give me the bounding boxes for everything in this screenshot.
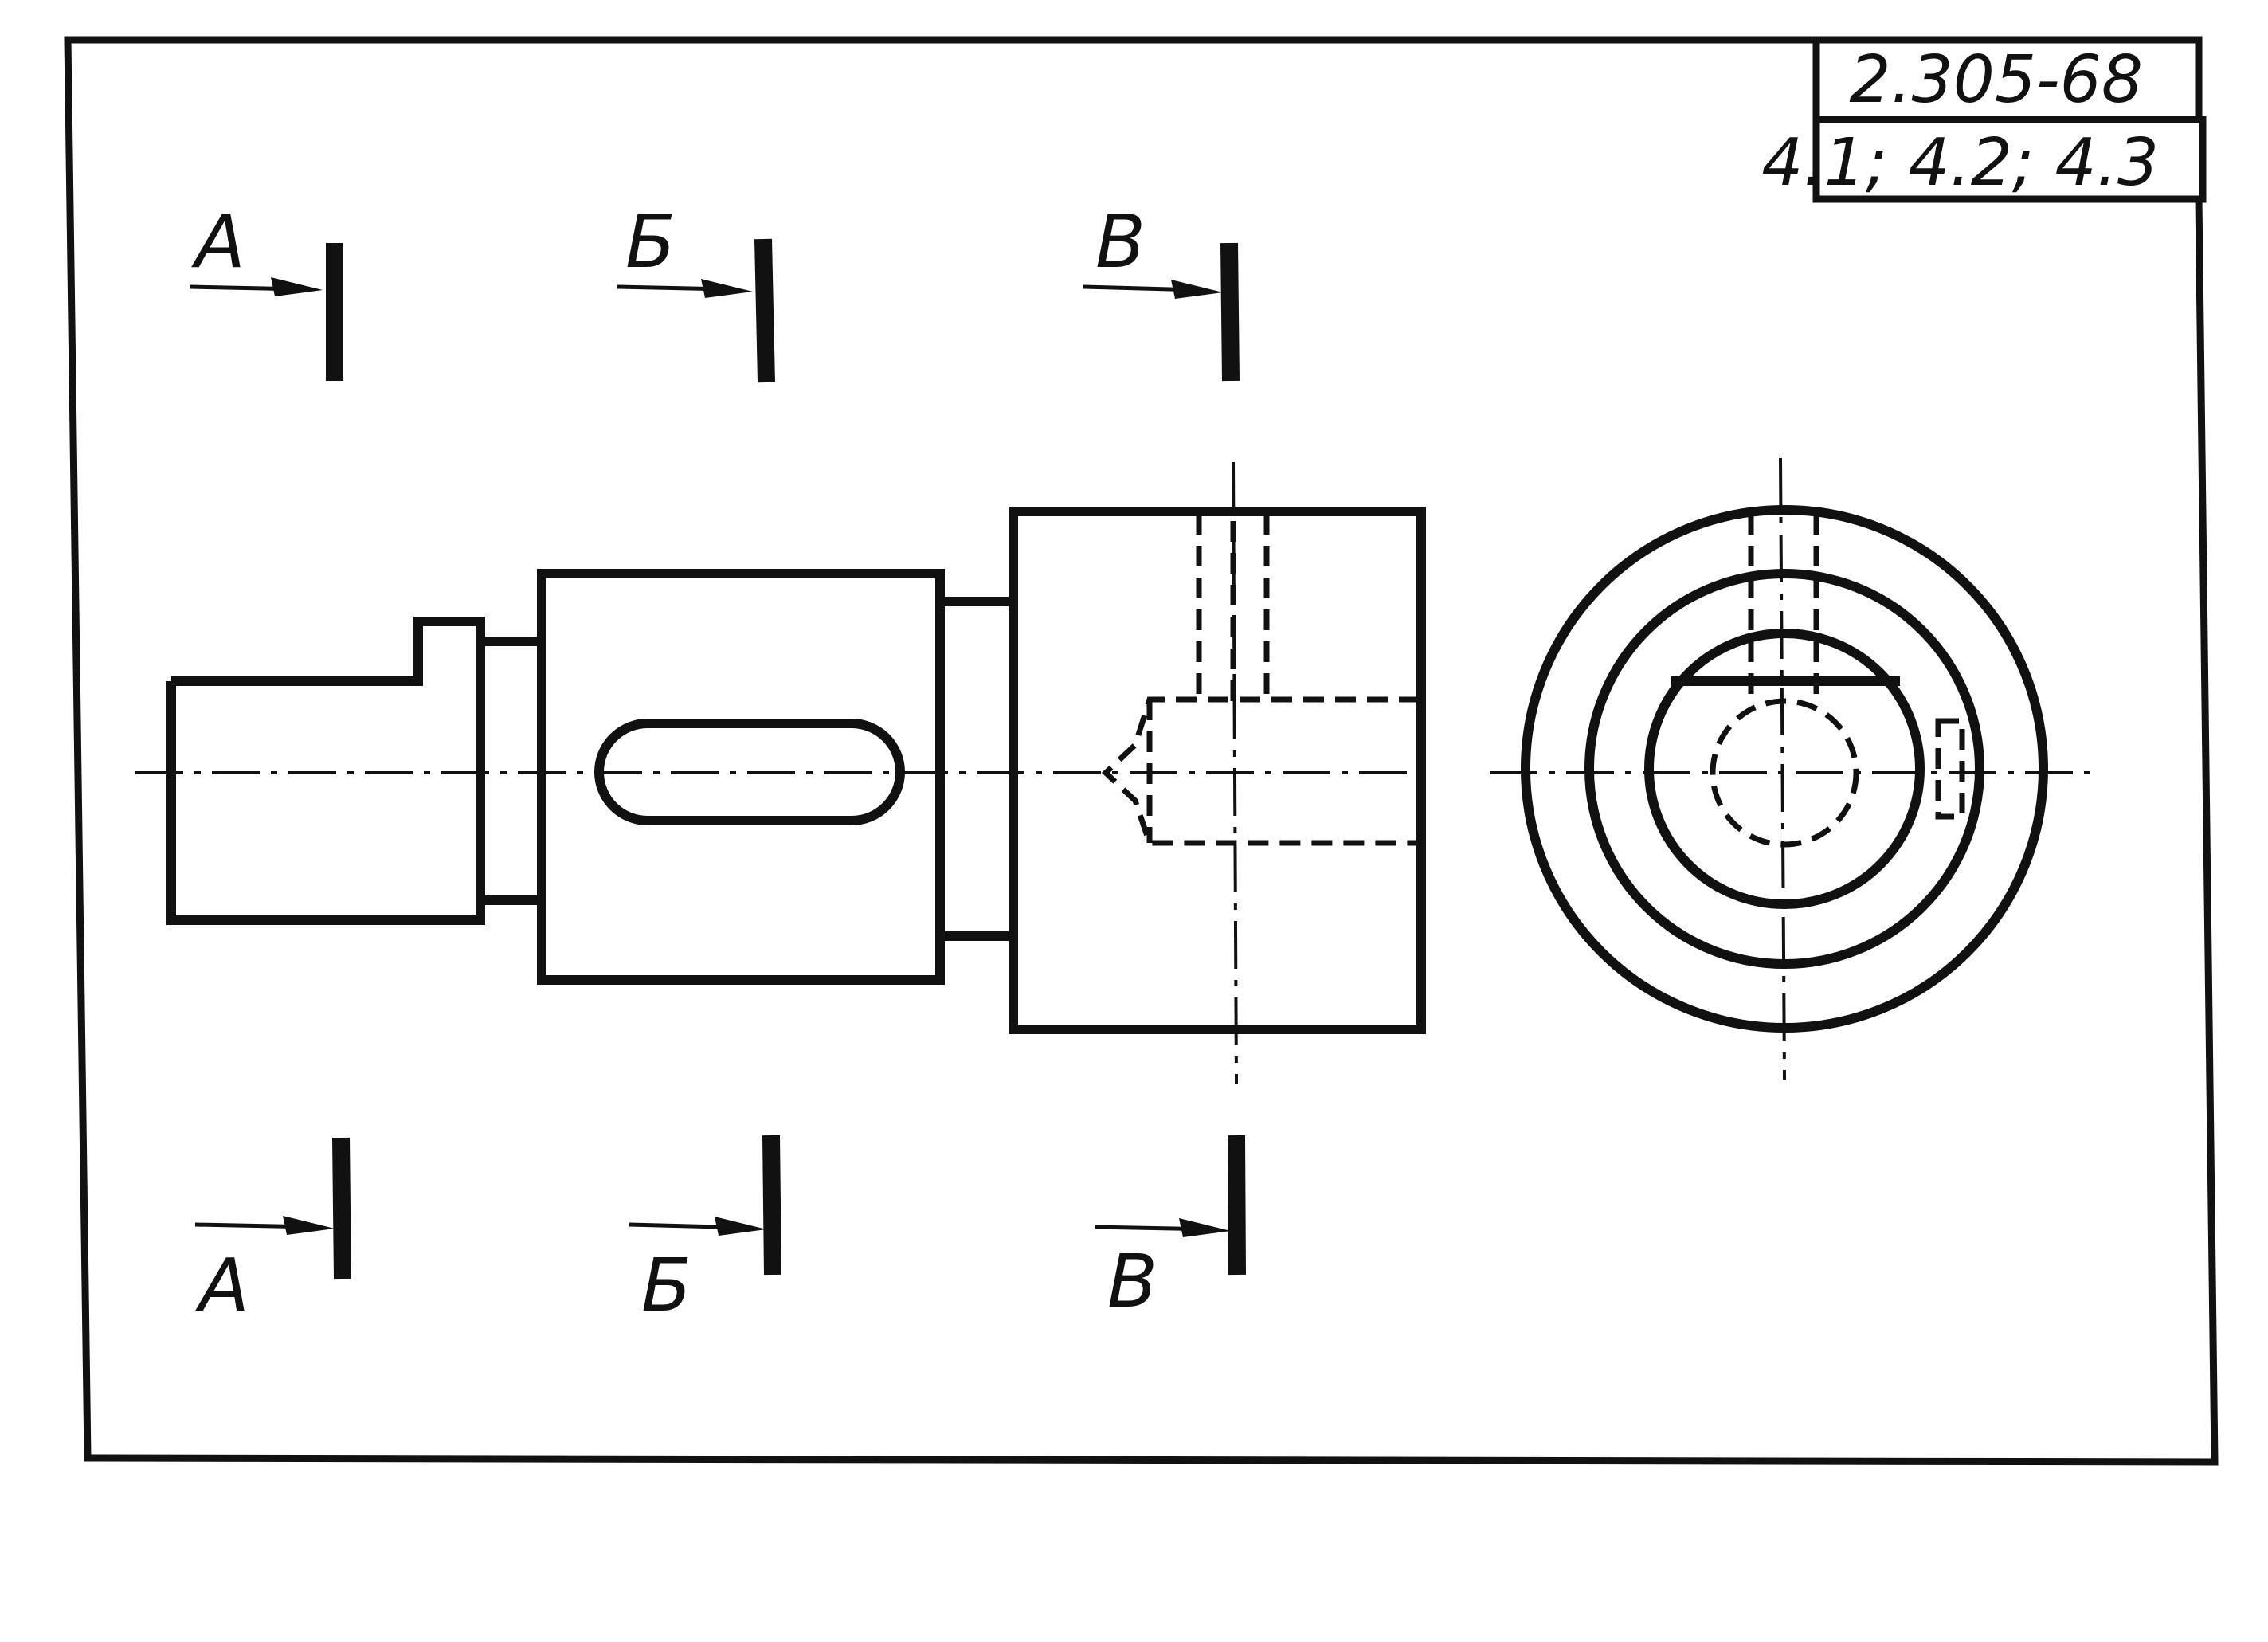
title-stamp: 2.305-68 4.1; 4.2; 4.3 xyxy=(1761,36,2207,203)
section-label-v-top: В xyxy=(1095,199,1146,284)
section-marker-b-top: Б xyxy=(617,199,775,383)
clause-numbers: 4.1; 4.2; 4.3 xyxy=(1761,125,2159,201)
section-marker-a-bottom: А xyxy=(194,1137,351,1328)
section-label-v-bottom: В xyxy=(1107,1239,1158,1324)
section-marker-v-top: В xyxy=(1083,199,1240,382)
part-front-view xyxy=(135,461,1426,1084)
section-label-a-top: А xyxy=(191,199,245,284)
part-side-view xyxy=(1490,457,2095,1080)
section-label-a-bottom: А xyxy=(195,1243,249,1328)
section-label-b-bottom: Б xyxy=(641,1243,691,1328)
section-marker-a-top: А xyxy=(189,199,343,381)
section-marker-b-bottom: Б xyxy=(629,1135,781,1328)
drawing-frame xyxy=(64,36,2219,1466)
section-marker-v-bottom: В xyxy=(1095,1135,1246,1324)
standard-number: 2.305-68 xyxy=(1849,42,2143,118)
section-label-b-top: Б xyxy=(625,199,676,284)
